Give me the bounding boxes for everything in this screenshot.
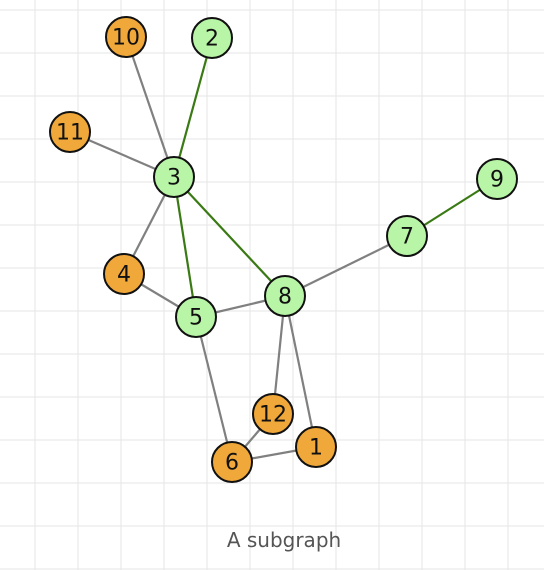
node-circle (295, 426, 337, 468)
node-circle (153, 156, 195, 198)
edge-5-6 (194, 316, 234, 463)
node-circle (252, 393, 294, 435)
graph-caption: A subgraph (226, 528, 342, 552)
node-label: 2 (205, 27, 219, 52)
node-label: 8 (278, 285, 292, 310)
node-label: 10 (112, 26, 140, 51)
node-12: 12 (252, 393, 294, 435)
node-4: 4 (103, 253, 145, 295)
node-9: 9 (476, 158, 518, 200)
edge-8-7 (284, 235, 408, 297)
node-11: 11 (49, 111, 91, 153)
node-circle (386, 215, 428, 257)
node-5: 5 (175, 296, 217, 338)
node-1: 1 (295, 426, 337, 468)
edge-8-1 (283, 295, 318, 448)
node-2: 2 (191, 17, 233, 59)
edge-2-3 (172, 37, 214, 178)
node-3: 3 (153, 156, 195, 198)
edge-10-3 (124, 36, 176, 178)
node-circle (211, 441, 253, 483)
node-label: 4 (117, 263, 131, 288)
node-6: 6 (211, 441, 253, 483)
node-label: 5 (189, 306, 203, 331)
node-circle (191, 17, 233, 59)
node-label: 11 (56, 121, 84, 146)
node-label: 12 (259, 403, 287, 428)
node-circle (105, 16, 147, 58)
node-label: 7 (400, 225, 414, 250)
edge-3-8 (173, 176, 286, 297)
node-circle (103, 253, 145, 295)
node-8: 8 (264, 275, 306, 317)
node-label: 1 (309, 436, 323, 461)
node-label: 3 (167, 166, 181, 191)
node-circle (476, 158, 518, 200)
node-circle (49, 111, 91, 153)
edge-3-5 (172, 176, 198, 318)
node-circle (175, 296, 217, 338)
node-label: 6 (225, 451, 239, 476)
node-7: 7 (386, 215, 428, 257)
node-label: 9 (490, 168, 504, 193)
node-10: 10 (105, 16, 147, 58)
node-circle (264, 275, 306, 317)
